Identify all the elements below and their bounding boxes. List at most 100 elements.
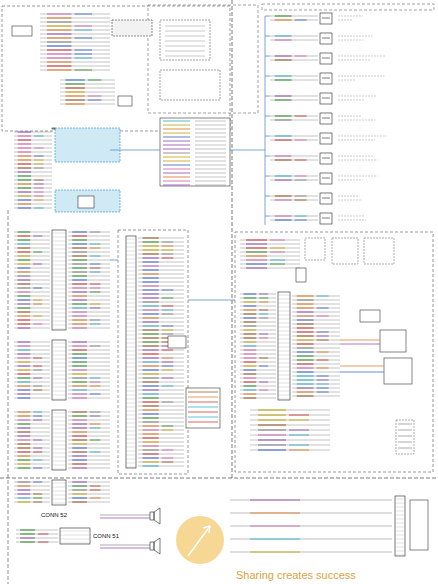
- wire: [40, 22, 110, 23]
- wire: [18, 231, 31, 232]
- wire: [72, 373, 87, 374]
- wire: [72, 489, 87, 490]
- wire: [72, 353, 87, 354]
- wire: [68, 468, 110, 469]
- wire: [33, 440, 42, 441]
- wire: [250, 430, 330, 431]
- wire: [68, 276, 110, 277]
- wire: [20, 529, 35, 530]
- wire: [14, 366, 50, 367]
- wire: [143, 277, 159, 278]
- wire: [138, 322, 184, 323]
- note-mark: [338, 80, 355, 81]
- pin-row: [278, 347, 290, 348]
- wire: [34, 196, 44, 197]
- wire: [143, 457, 159, 458]
- pin-row: [126, 411, 136, 412]
- wire: [270, 80, 318, 81]
- wire: [18, 501, 31, 502]
- wire: [90, 232, 101, 233]
- module-boundary: [148, 5, 258, 113]
- wire: [72, 247, 87, 248]
- wire: [259, 294, 268, 295]
- wire: [138, 330, 184, 331]
- wire: [138, 434, 184, 435]
- wire: [270, 264, 285, 265]
- wire: [195, 173, 226, 174]
- wire: [68, 374, 110, 375]
- note-mark: [338, 56, 386, 57]
- wire: [292, 348, 340, 349]
- wire: [246, 247, 267, 248]
- note-mark: [338, 100, 364, 101]
- wire: [72, 369, 87, 370]
- pin-row: [126, 299, 136, 300]
- pin-row: [126, 303, 136, 304]
- pin-row: [52, 367, 66, 368]
- wire: [90, 424, 101, 425]
- wire: [138, 414, 184, 415]
- wire: [275, 99, 292, 100]
- wire: [244, 293, 257, 294]
- wire: [90, 248, 101, 249]
- wire: [143, 317, 159, 318]
- wire: [90, 490, 101, 491]
- shaded-box: [55, 190, 120, 212]
- wire: [244, 349, 257, 350]
- wire: [18, 381, 31, 382]
- wire: [68, 452, 110, 453]
- pin-row: [52, 457, 66, 458]
- wire: [18, 179, 31, 180]
- wire: [195, 165, 226, 166]
- wire: [68, 240, 110, 241]
- wire: [398, 436, 412, 437]
- pin-row: [52, 321, 66, 322]
- wire: [138, 402, 184, 403]
- wire: [18, 481, 31, 482]
- pin-row: [278, 383, 290, 384]
- wire: [240, 318, 276, 319]
- wire: [292, 384, 340, 385]
- pin-row: [278, 335, 290, 336]
- wire: [14, 176, 52, 177]
- wire: [162, 370, 174, 371]
- wire: [143, 361, 159, 362]
- wire: [143, 373, 159, 374]
- wire: [68, 382, 110, 383]
- wire: [90, 272, 101, 273]
- wire: [72, 239, 87, 240]
- wire: [275, 19, 292, 20]
- pin-row: [52, 355, 66, 356]
- wire: [265, 156, 270, 157]
- wire: [270, 176, 318, 177]
- wire: [14, 482, 50, 483]
- wire: [90, 288, 101, 289]
- pin-row: [395, 543, 405, 544]
- pin-row: [52, 245, 66, 246]
- wire: [14, 416, 50, 417]
- wire: [68, 256, 110, 257]
- wire: [275, 179, 292, 180]
- pin-row: [395, 511, 405, 512]
- wire: [143, 393, 159, 394]
- wire: [18, 163, 31, 164]
- pin-row: [126, 335, 136, 336]
- wire: [289, 420, 309, 421]
- wire: [40, 38, 110, 39]
- pin-row: [52, 417, 66, 418]
- wire: [90, 452, 101, 453]
- wire: [14, 452, 50, 453]
- component-symbol: [320, 113, 332, 124]
- wire: [72, 467, 87, 468]
- wire: [18, 451, 31, 452]
- wire: [14, 132, 52, 133]
- watermark-arrow: [203, 526, 210, 528]
- wire: [40, 42, 110, 43]
- wire: [72, 443, 87, 444]
- wire: [317, 376, 329, 377]
- pin-row: [126, 307, 136, 308]
- pin-row: [126, 375, 136, 376]
- wire: [33, 460, 42, 461]
- wire: [162, 330, 174, 331]
- wire: [18, 155, 31, 156]
